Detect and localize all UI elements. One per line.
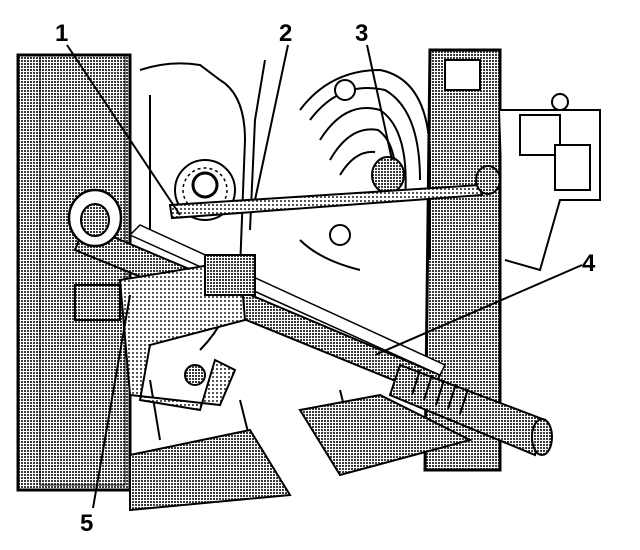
leader-lines (66, 44, 583, 509)
sprocket-hub (329, 59, 481, 246)
callout-3: 3 (355, 20, 369, 47)
callout-1: 1 (55, 20, 69, 47)
locking-rod (168, 165, 501, 220)
callout-2: 2 (279, 20, 293, 47)
engine-block-outline (139, 59, 431, 441)
bottom-support-blocks (129, 393, 473, 512)
callout-5: 5 (80, 510, 94, 537)
callout-4: 4 (582, 250, 596, 277)
clamp-bracket (74, 254, 256, 412)
left-frame-column (16, 53, 132, 492)
threaded-spring (388, 363, 553, 457)
right-bracket (500, 93, 601, 272)
